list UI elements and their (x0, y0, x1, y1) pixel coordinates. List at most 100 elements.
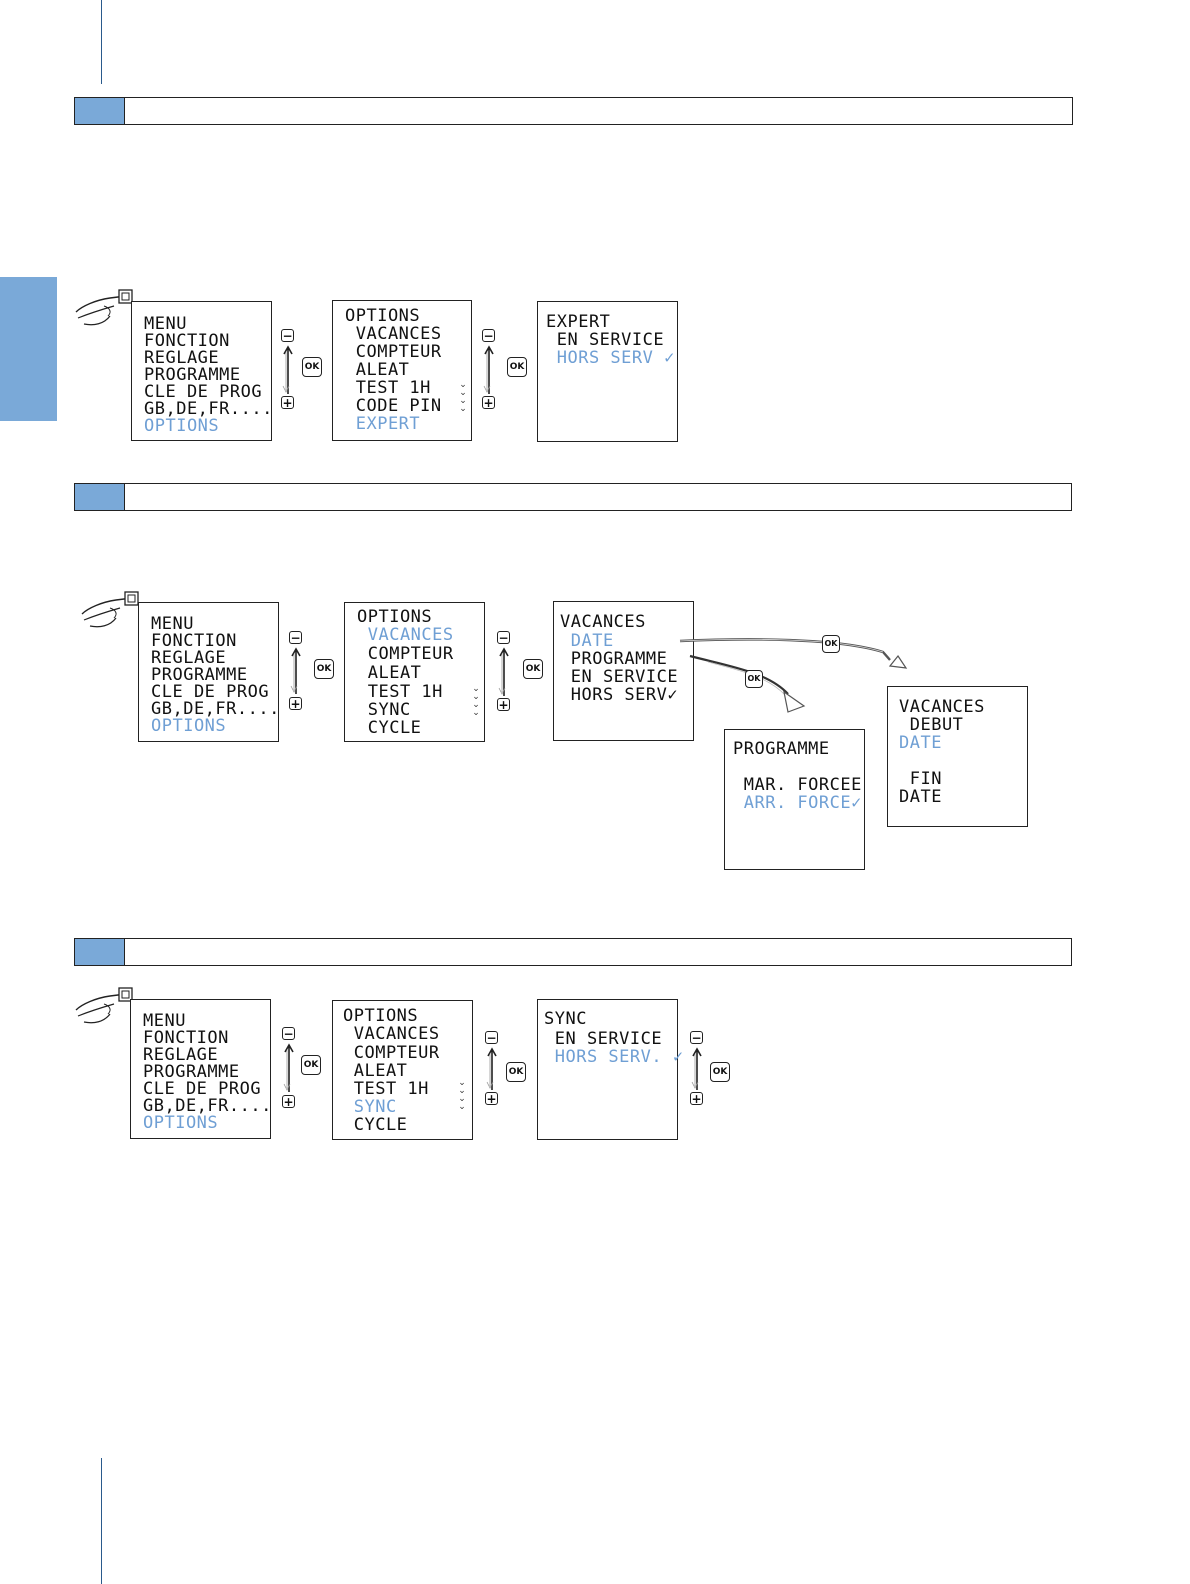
lcd-screen-expert: EXPERT EN SERVICE HORS SERV ✓ (537, 301, 678, 442)
ok-button[interactable]: OK (822, 635, 840, 653)
lcd-line: VACANCES (560, 612, 646, 632)
lcd-line-selected: DATE (899, 733, 942, 753)
section-header-1 (74, 97, 1073, 125)
lcd-line: EN SERVICE (546, 330, 665, 350)
lcd-screen-options: OPTIONS VACANCES COMPTEUR ALEAT TEST 1h … (344, 602, 485, 742)
lcd-line: PROGRAMME (143, 1062, 240, 1082)
lcd-line: OPTIONS (343, 1006, 419, 1026)
hand-press-icon (81, 591, 139, 628)
scroll-arrow-icon (691, 1047, 702, 1090)
lcd-line: SYNC (357, 700, 411, 720)
chevron-down-icon: ⌄⌄⌄⌄ (458, 1078, 466, 1112)
lcd-line-selected: OPTIONS (143, 1113, 219, 1133)
lcd-line-selected: HORS SERV ✓ (546, 348, 675, 368)
plus-button[interactable]: + (289, 697, 302, 711)
lcd-line: MENU (151, 614, 194, 634)
lcd-screen-menu: MENU FONCTION REGLAGE PROGRAMME CLE DE P… (138, 602, 279, 742)
lcd-line: TEST 1h (343, 1079, 429, 1099)
lcd-line: COMPTEUR (343, 1043, 440, 1063)
plus-button[interactable]: + (497, 698, 510, 712)
section-header-2 (74, 483, 1072, 511)
section-header-3 (74, 938, 1072, 966)
lcd-line: CYCLE (357, 718, 422, 738)
minus-button[interactable]: − (289, 631, 302, 645)
scroll-arrow-icon (498, 647, 509, 696)
lcd-line: REGLAGE (151, 648, 227, 668)
minus-button[interactable]: − (497, 631, 510, 645)
lcd-line: PROGRAMME (151, 665, 248, 685)
lcd-line-selected: EXPERT (345, 414, 421, 434)
lcd-screen-options: OPTIONS VACANCES COMPTEUR ALEAT TEST 1h … (332, 300, 472, 441)
lcd-line: SYNC (544, 1009, 587, 1029)
lcd-line: MAR. FORCEE (733, 775, 862, 795)
plus-button[interactable]: + (690, 1092, 703, 1106)
ok-button[interactable]: OK (301, 1055, 321, 1075)
ok-button[interactable]: OK (302, 357, 322, 377)
section-marker (75, 484, 125, 510)
lcd-line: TEST 1h (357, 682, 443, 702)
ok-button[interactable]: OK (506, 1062, 526, 1082)
lcd-line-selected: ARR. FORCE✓ (733, 793, 862, 813)
lcd-line: REGLAGE (143, 1045, 219, 1065)
lcd-screen-options: OPTIONS VACANCES COMPTEUR ALEAT TEST 1h … (332, 1000, 473, 1140)
lcd-line: TEST 1h (345, 378, 431, 398)
lcd-line: CLE DE PROG (144, 382, 263, 402)
plus-button[interactable]: + (485, 1092, 498, 1106)
lcd-line: EXPERT (546, 312, 611, 332)
minus-button[interactable]: − (282, 1027, 295, 1041)
plus-button[interactable]: + (281, 396, 294, 410)
lcd-screen-menu: MENU FONCTION REGLAGE PROGRAMME CLE DE P… (130, 999, 271, 1139)
hand-press-icon (75, 987, 133, 1024)
lcd-line: GB,DE,FR.... (143, 1096, 272, 1116)
ok-button[interactable]: OK (523, 659, 543, 679)
chevron-down-icon: ⌄⌄⌄⌄ (472, 684, 480, 718)
minus-button[interactable]: − (690, 1031, 703, 1045)
scroll-arrow-icon (290, 647, 301, 694)
minus-button[interactable]: − (281, 329, 294, 343)
plus-button[interactable]: + (282, 1095, 295, 1109)
lcd-screen-menu: MENU FONCTION REGLAGE PROGRAMME CLE DE P… (131, 301, 272, 441)
lcd-screen-vacances: VACANCES DATE PROGRAMME EN SERVICE HORS … (553, 601, 694, 741)
minus-button[interactable]: − (482, 329, 495, 343)
lcd-line: ALEAT (345, 360, 410, 380)
scroll-arrow-icon (283, 1043, 294, 1092)
ok-button[interactable]: OK (710, 1062, 730, 1082)
margin-line-bottom (101, 1458, 102, 1584)
lcd-line: ALEAT (343, 1061, 408, 1081)
lcd-line: CODE PIN (345, 396, 442, 416)
branch-arrow-date (679, 638, 908, 669)
lcd-line: FONCTION (143, 1028, 229, 1048)
lcd-line: FIN (899, 769, 942, 789)
lcd-line: REGLAGE (144, 348, 220, 368)
ok-button[interactable]: OK (745, 670, 763, 688)
plus-button[interactable]: + (482, 396, 495, 410)
lcd-line: HORS SERV✓ (560, 685, 679, 705)
lcd-line: EN SERVICE (544, 1029, 663, 1049)
lcd-line-selected: HORS SERV. ✓ (544, 1047, 684, 1067)
scroll-arrow-icon (486, 1047, 497, 1090)
ok-button[interactable]: OK (314, 659, 334, 679)
lcd-line-selected: OPTIONS (151, 716, 227, 736)
lcd-line: DATE (899, 787, 942, 807)
lcd-line: GB,DE,FR.... (144, 399, 273, 419)
lcd-line-selected: VACANCES (357, 625, 454, 645)
lcd-line: VACANCES (345, 324, 442, 344)
minus-button[interactable]: − (485, 1031, 498, 1045)
section-marker (75, 98, 125, 124)
scroll-arrow-icon (483, 345, 494, 394)
lcd-line: COMPTEUR (357, 644, 454, 664)
lcd-line-selected: OPTIONS (144, 416, 220, 436)
scroll-arrow-icon (282, 345, 293, 394)
lcd-line: VACANCES (343, 1024, 440, 1044)
lcd-screen-programme: PROGRAMME MAR. FORCEE ARR. FORCE✓ (724, 729, 865, 870)
lcd-line-selected: DATE (560, 631, 614, 651)
lcd-line: OPTIONS (357, 607, 433, 627)
lcd-line: OPTIONS (345, 306, 421, 326)
chapter-tab (0, 277, 57, 421)
lcd-line: ALEAT (357, 663, 422, 683)
lcd-line: CLE DE PROG (151, 682, 270, 702)
lcd-screen-vacances-dates: VACANCES DEBUT DATE FIN DATE (887, 686, 1028, 827)
ok-button[interactable]: OK (507, 357, 527, 377)
lcd-line: CYCLE (343, 1115, 408, 1135)
section-marker (75, 939, 125, 965)
